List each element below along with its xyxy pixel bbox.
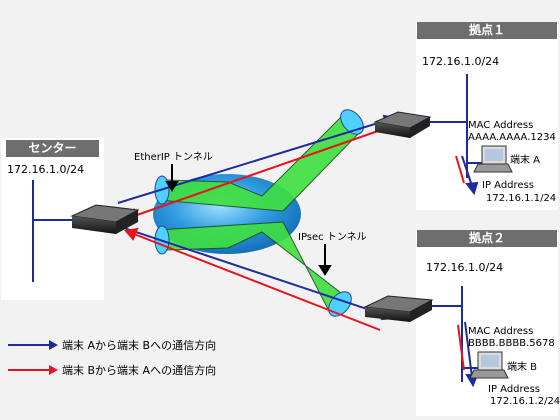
site2-router: [363, 295, 434, 322]
ipsec-tunnel-label: IPsec トンネル: [298, 232, 367, 243]
site2-ip: 172.16.1.2/24: [490, 396, 560, 407]
legend-arrows: [8, 340, 58, 375]
site1-panel: [416, 22, 558, 210]
site1-ip-label: IP Address: [482, 180, 534, 191]
terminal-b-laptop: [469, 351, 509, 379]
tunnel-callouts: [165, 164, 332, 276]
site2-mac: BBBB.BBBB.5678: [468, 338, 555, 349]
site1-subnet: 172.16.1.0/24: [422, 55, 500, 68]
site1-title: 拠点１: [417, 22, 557, 39]
terminal-a-label: 端末 A: [510, 155, 541, 166]
legend-red-label: 端末 Bから端末 Aへの通信方向: [62, 364, 217, 377]
center-title: センター: [6, 140, 99, 157]
etherip-tunnel-label: EtherIP トンネル: [134, 152, 213, 163]
site2-title: 拠点２: [417, 230, 557, 247]
terminal-b-label: 端末 B: [507, 362, 538, 373]
lan-lines: [32, 74, 482, 382]
center-subnet: 172.16.1.0/24: [7, 163, 85, 176]
site1-mac: AAAA.AAAA.1234: [468, 132, 556, 143]
tunnel-shapes: [157, 112, 363, 314]
site2-panel: [416, 230, 558, 416]
center-router: [70, 204, 140, 234]
terminal-a-laptop: [473, 145, 513, 173]
site1-mac-label: MAC Address: [468, 120, 534, 131]
site2-ip-label: IP Address: [488, 384, 540, 395]
site2-subnet: 172.16.1.0/24: [426, 261, 504, 274]
site1-router: [373, 111, 432, 138]
site1-ip: 172.16.1.1/24: [486, 193, 557, 204]
site2-mac-label: MAC Address: [468, 326, 534, 337]
legend-blue-label: 端末 Aから端末 Bへの通信方向: [62, 339, 217, 352]
